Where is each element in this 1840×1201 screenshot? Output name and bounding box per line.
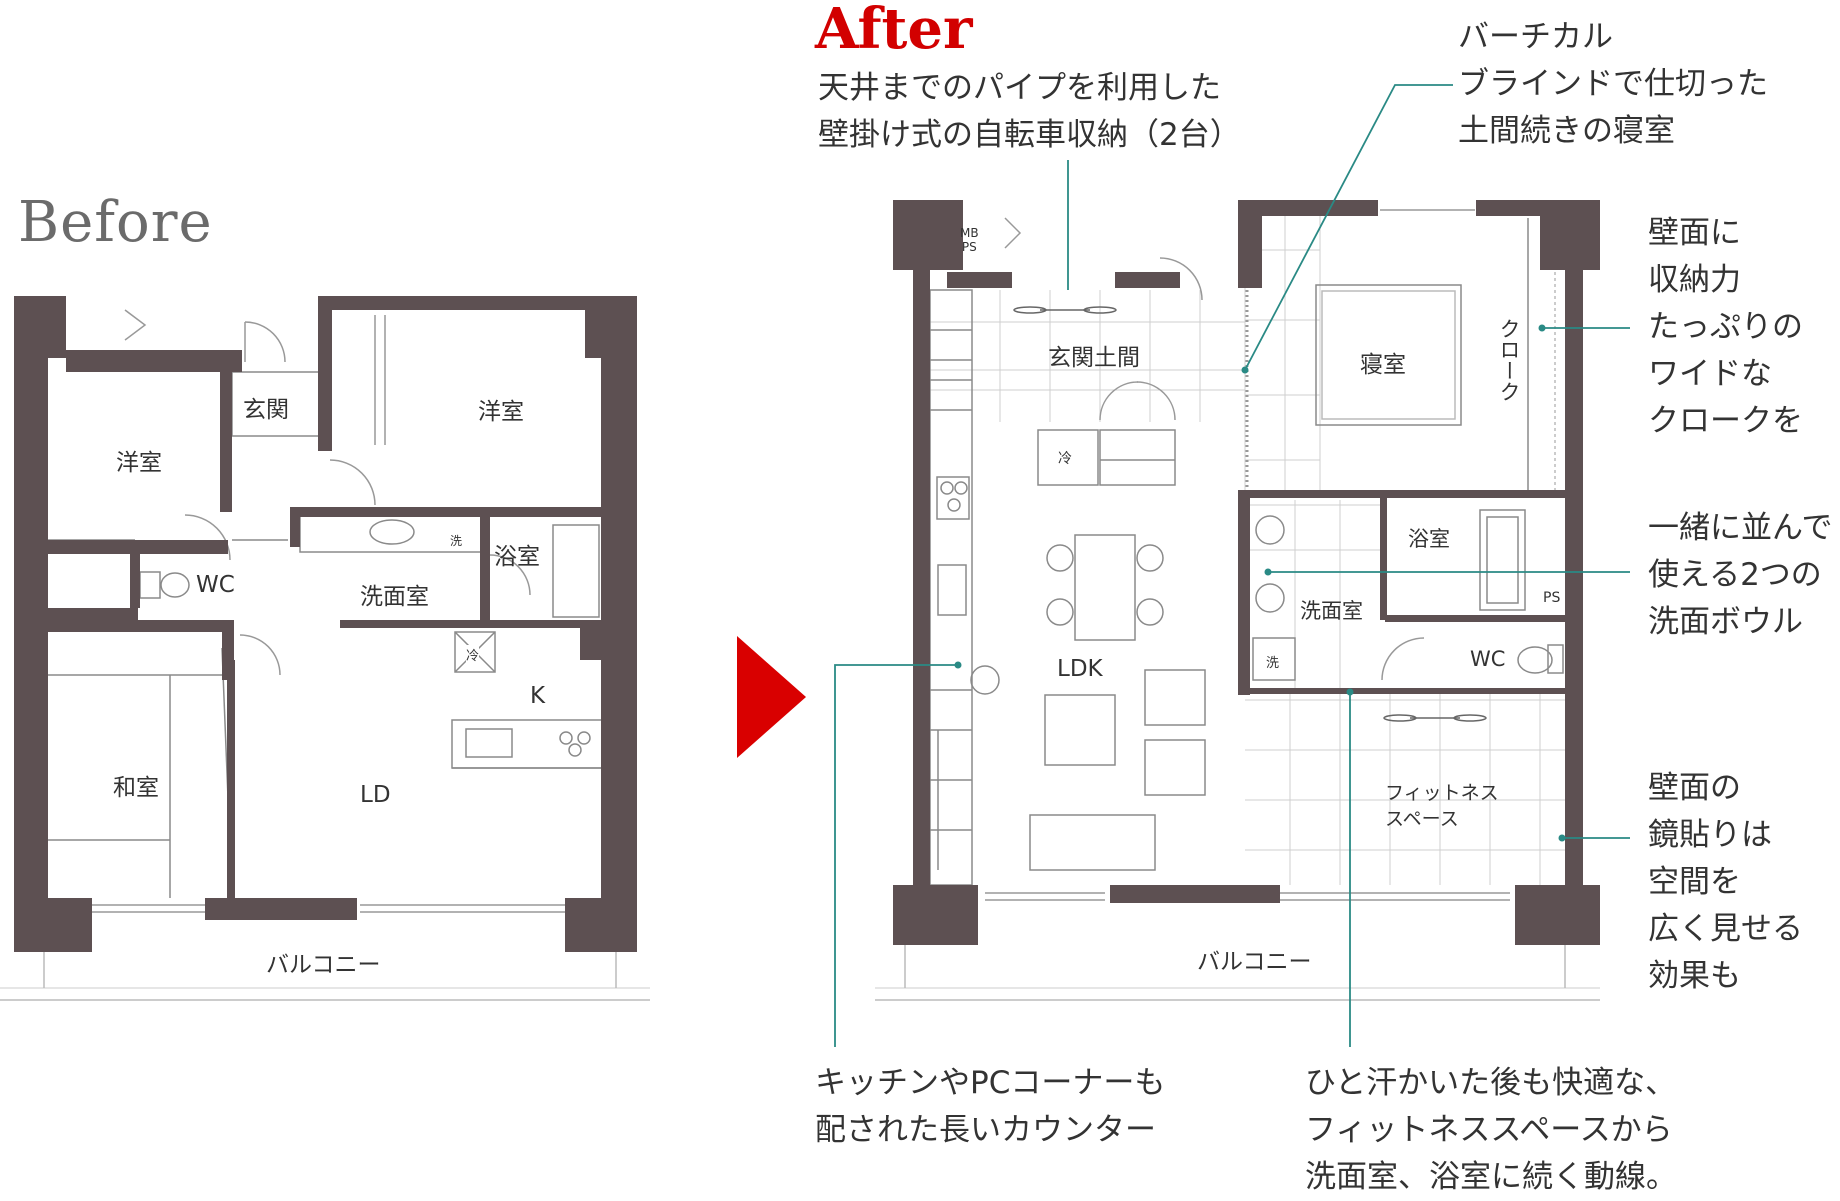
before-balcony-label: バルコニー [266, 952, 381, 978]
after-balcony-label: バルコニー [1197, 949, 1312, 975]
after-walls [893, 200, 1600, 945]
room-label-ldk: LDK [1057, 656, 1103, 682]
room-label-wc-after: WC [1470, 647, 1506, 671]
mbps-label: MB PS [960, 226, 979, 254]
before-title: Before [18, 190, 213, 255]
after-washer-badge: 洗 [1266, 656, 1280, 671]
note-fitness-flow: ひと汗かいた後も快適な、 フィットネススペースから 洗面室、浴室に続く動線。 [1305, 1065, 1677, 1195]
note-long-counter: キッチンやPCコーナーも 配された長いカウンター [815, 1065, 1166, 1148]
after-fridge-badge: 冷 [1058, 451, 1072, 467]
before-walls [14, 296, 637, 952]
room-label-wc: WC [196, 572, 235, 598]
note-bicycle-storage: 天井までのパイプを利用した 壁掛け式の自転車収納（2台） [818, 70, 1241, 153]
ps-badge: PS [1543, 590, 1561, 606]
room-label-ld: LD [360, 782, 391, 808]
leader-dot-counter [954, 661, 962, 669]
note-wide-closet: 壁面に 収納力 たっぷりの ワイドな クロークを [1648, 215, 1803, 439]
room-label-closet: クローク [1497, 318, 1521, 402]
note-mirror-wall: 壁面の 鏡貼りは 空間を 広く見せる 効果も [1648, 770, 1803, 994]
room-label-yokushitsu: 浴室 [494, 544, 540, 570]
room-label-washitsu: 和室 [113, 775, 159, 801]
after-plan-fixtures [875, 209, 1600, 1001]
room-label-genkan: 玄関 [243, 397, 289, 423]
after-title: After [815, 0, 973, 62]
fridge-badge: 冷 [466, 645, 480, 664]
washer-badge: 洗 [450, 534, 463, 548]
leader-dot-bowls [1264, 568, 1272, 576]
before-after-arrow [737, 636, 806, 758]
note-two-bowls: 一緒に並んで 使える2つの 洗面ボウル [1648, 510, 1833, 640]
room-label-yoshitsu-right: 洋室 [478, 399, 524, 425]
room-label-senmen: 洗面室 [360, 584, 429, 610]
leader-dot-closet [1538, 324, 1546, 332]
annotation-leaders [834, 84, 1630, 1047]
room-label-yoshitsu-left: 洋室 [116, 450, 162, 476]
leader-dot-fitness [1346, 688, 1354, 696]
before-plan [0, 302, 650, 1001]
room-label-genkan-doma: 玄関土間 [1048, 345, 1140, 371]
note-vertical-blind: バーチカル ブラインドで仕切った 土間続きの寝室 [1458, 19, 1768, 149]
room-label-shinshitsu: 寝室 [1360, 352, 1406, 378]
room-label-kitchen: K [530, 683, 546, 709]
room-label-senmen-after: 洗面室 [1300, 599, 1363, 623]
leader-dot-mirror [1558, 834, 1566, 842]
room-label-fitness: フィットネス スペース [1385, 782, 1499, 830]
leader-dot-blind [1241, 366, 1249, 374]
room-label-yokushitsu-after: 浴室 [1408, 527, 1450, 551]
